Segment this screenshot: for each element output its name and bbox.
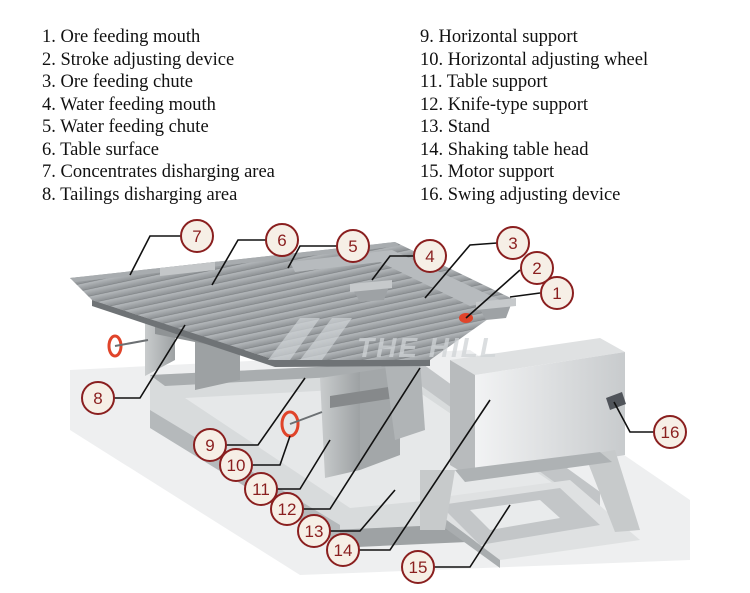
svg-text:7: 7: [192, 227, 201, 246]
legend-item-3: 3. Ore feeding chute: [42, 72, 194, 92]
svg-text:14: 14: [334, 541, 353, 560]
svg-text:4: 4: [425, 247, 434, 266]
svg-text:9: 9: [205, 436, 214, 455]
legend-item-4: 4. Water feeding mouth: [42, 94, 216, 115]
callout-6: 6: [265, 223, 299, 257]
callout-16: 16: [653, 415, 687, 449]
callout-9: 9: [193, 428, 227, 462]
callout-11: 11: [244, 472, 278, 506]
legend-item-6: 6. Table surface: [42, 139, 160, 160]
svg-text:13: 13: [305, 522, 324, 541]
legend-item-12: 12. Knife-type support: [420, 94, 589, 115]
left-adjust-wheel: [107, 334, 123, 358]
callout-7: 7: [180, 219, 214, 253]
callout-1: 1: [540, 276, 574, 310]
legend-item-13: 13. Stand: [420, 117, 490, 137]
legend-item-15: 15. Motor support: [420, 162, 555, 182]
watermark: THE HILL: [268, 318, 499, 363]
callouts: 1 2 3 4 5 6 7 8 9 10 11 12 13 14 15 16: [81, 219, 687, 584]
legend-item-16: 16. Swing adjusting device: [420, 184, 621, 205]
svg-text:12: 12: [278, 500, 297, 519]
callout-4: 4: [413, 239, 447, 273]
callout-8: 8: [81, 381, 115, 415]
svg-text:11: 11: [252, 480, 270, 499]
svg-text:10: 10: [227, 456, 246, 475]
legend-item-7: 7. Concentrates disharging area: [42, 162, 275, 182]
svg-text:2: 2: [532, 259, 541, 278]
legend-item-10: 10. Horizontal adjusting wheel: [420, 49, 649, 70]
svg-text:8: 8: [93, 389, 102, 408]
watermark-text: THE HILL: [357, 332, 499, 363]
callout-2: 2: [520, 251, 554, 285]
legend-item-11: 11. Table support: [420, 72, 548, 92]
callout-14: 14: [326, 533, 360, 567]
svg-text:15: 15: [409, 558, 428, 577]
svg-text:16: 16: [661, 423, 680, 442]
callout-10: 10: [219, 448, 253, 482]
svg-text:5: 5: [348, 237, 357, 256]
svg-text:1: 1: [552, 284, 561, 303]
legend-left: 1. Ore feeding mouth 2. Stroke adjusting…: [42, 26, 275, 206]
callout-15: 15: [401, 550, 435, 584]
legend-item-14: 14. Shaking table head: [420, 139, 589, 160]
callout-12: 12: [270, 492, 304, 526]
legend-item-1: 1. Ore feeding mouth: [42, 27, 201, 47]
svg-text:3: 3: [508, 234, 517, 253]
legend-item-9: 9. Horizontal support: [420, 27, 578, 47]
legend-item-2: 2. Stroke adjusting device: [42, 49, 235, 70]
callout-13: 13: [297, 514, 331, 548]
callout-3: 3: [496, 226, 530, 260]
legend-right: 9. Horizontal support 10. Horizontal adj…: [420, 26, 648, 206]
legend-item-5: 5. Water feeding chute: [42, 117, 209, 137]
leader-lines: [114, 235, 654, 568]
callout-5: 5: [336, 229, 370, 263]
svg-text:6: 6: [277, 231, 286, 250]
legend-item-8: 8. Tailings disharging area: [42, 184, 238, 205]
